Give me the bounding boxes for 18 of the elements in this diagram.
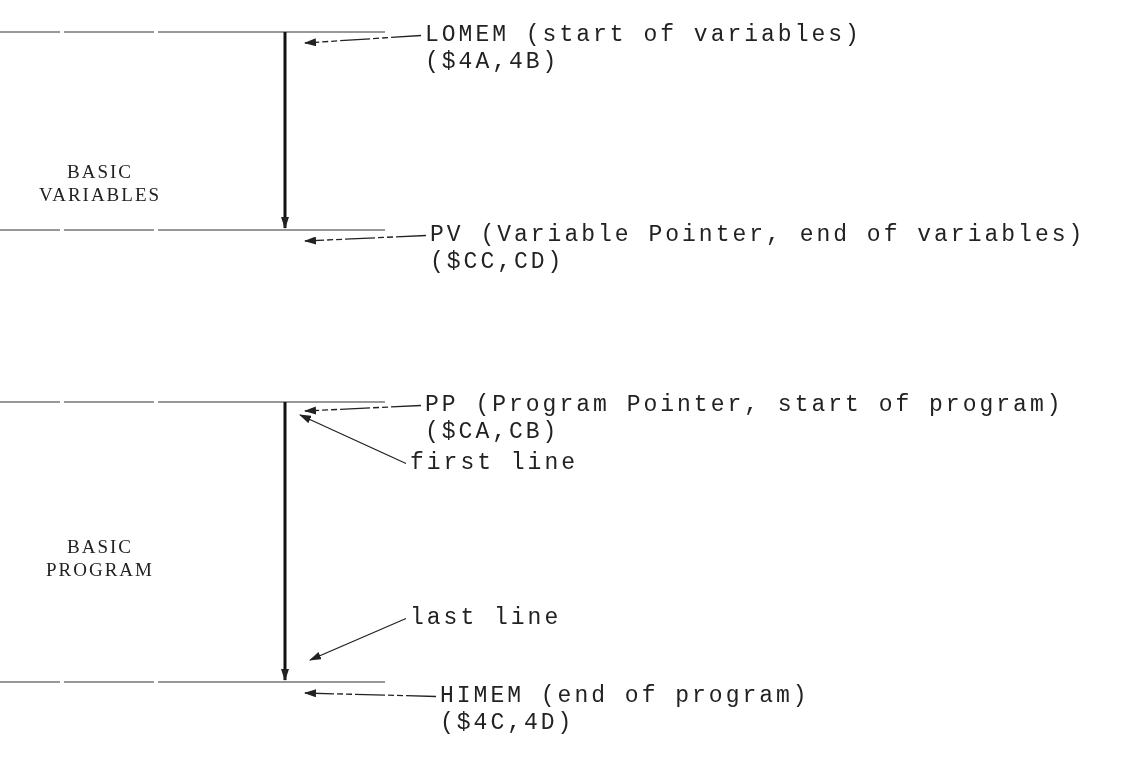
pointer-name: PV (Variable Pointer, end of variables) (430, 222, 1086, 249)
address-label: ($CA,CB) (425, 419, 560, 446)
pointer-name: HIMEM (end of program) (440, 683, 810, 710)
address-label: ($4A,4B) (425, 49, 560, 76)
leader-line (309, 617, 407, 661)
pointer-name: PP (Program Pointer, start of program) (425, 392, 1064, 419)
leader-line (299, 414, 407, 465)
leader-line (304, 234, 427, 245)
callout-text: last line (410, 605, 562, 632)
pointer-name: LOMEM (start of variables) (425, 22, 862, 49)
region-label: BASIC VARIABLES (37, 160, 163, 206)
address-label: ($4C,4D) (440, 710, 575, 737)
leader-line (304, 689, 437, 698)
address-label: ($CC,CD) (430, 249, 565, 276)
callout-text: first line (410, 450, 579, 477)
region-label: BASIC PROGRAM (45, 535, 155, 581)
leader-line (304, 404, 422, 415)
leader-line (304, 34, 422, 47)
